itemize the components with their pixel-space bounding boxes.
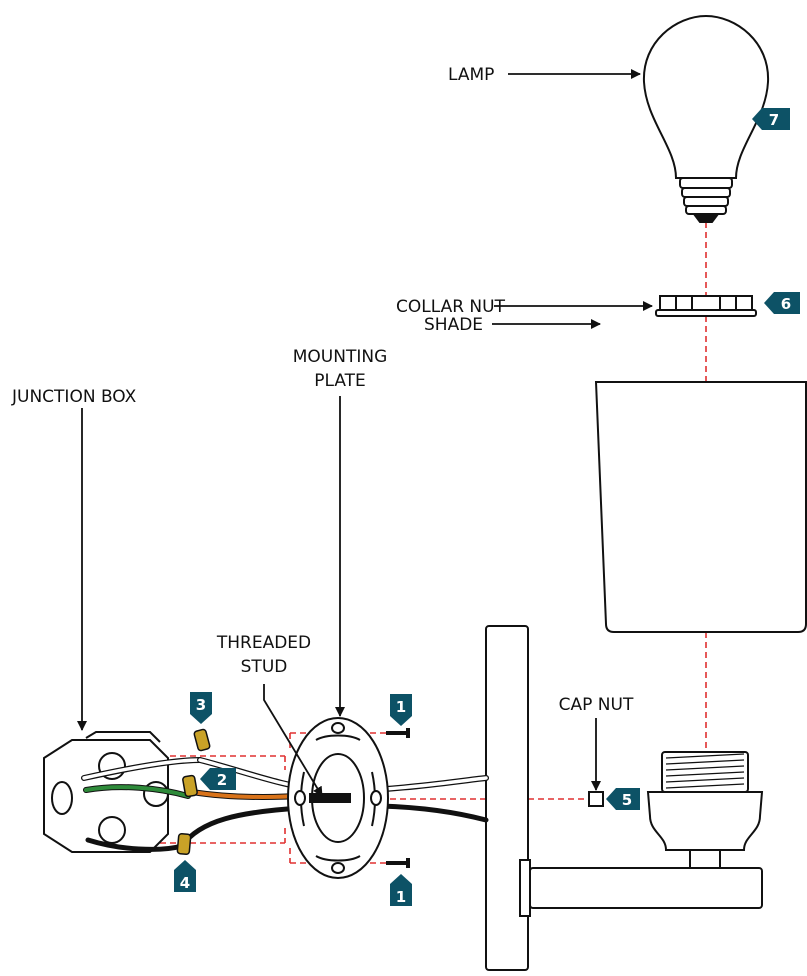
shade-part — [594, 381, 807, 633]
step-badge-3: 3 — [190, 692, 212, 724]
wire-nut-3 — [193, 728, 211, 752]
lamp-bulb — [642, 14, 770, 223]
screw-top — [386, 731, 408, 735]
fixture-backplate — [485, 625, 763, 971]
label-mounting-plate-2: PLATE — [314, 371, 366, 391]
step-badge-1-top: 1 — [390, 694, 412, 726]
step-badge-7: 7 — [752, 108, 790, 130]
svg-text:2: 2 — [217, 771, 227, 789]
label-mounting-plate-1: MOUNTING — [293, 347, 388, 367]
part-labels: LAMP COLLAR NUT SHADE JUNCTION BOX MOUNT… — [11, 65, 634, 715]
junction-box-part — [43, 731, 169, 853]
step-badge-5: 5 — [606, 788, 640, 810]
label-junction-box: JUNCTION BOX — [11, 387, 137, 407]
wire-nut-4 — [176, 833, 192, 855]
svg-text:4: 4 — [180, 874, 190, 892]
cap-nut-part — [588, 791, 604, 807]
label-lamp: LAMP — [448, 65, 494, 85]
screw-bottom — [386, 861, 408, 865]
label-cap-nut: CAP NUT — [559, 695, 634, 715]
svg-text:3: 3 — [196, 696, 206, 714]
label-collar-nut: COLLAR NUT — [396, 297, 506, 317]
step-badge-6: 6 — [764, 292, 800, 314]
arrow-threaded-stud — [263, 684, 323, 797]
svg-text:1: 1 — [396, 888, 406, 906]
step-badges: 7 6 5 3 2 4 1 — [174, 108, 800, 906]
step-badge-2: 2 — [200, 768, 236, 790]
svg-text:7: 7 — [769, 111, 779, 129]
svg-text:6: 6 — [781, 295, 791, 313]
step-badge-4: 4 — [174, 860, 196, 892]
mounting-screws — [386, 728, 410, 868]
collar-nut-part — [655, 295, 757, 317]
label-threaded-stud-2: STUD — [241, 657, 288, 677]
wire-nuts — [176, 728, 211, 855]
svg-text:1: 1 — [396, 698, 406, 716]
step-badge-1-bottom: 1 — [390, 874, 412, 906]
svg-text:5: 5 — [622, 791, 632, 809]
label-shade: SHADE — [424, 315, 483, 335]
socket-part — [646, 751, 764, 851]
leader-arrows — [77, 69, 653, 797]
label-threaded-stud-1: THREADED — [216, 633, 311, 653]
wire-nut-2 — [182, 774, 198, 798]
mounting-plate-part — [287, 717, 389, 879]
